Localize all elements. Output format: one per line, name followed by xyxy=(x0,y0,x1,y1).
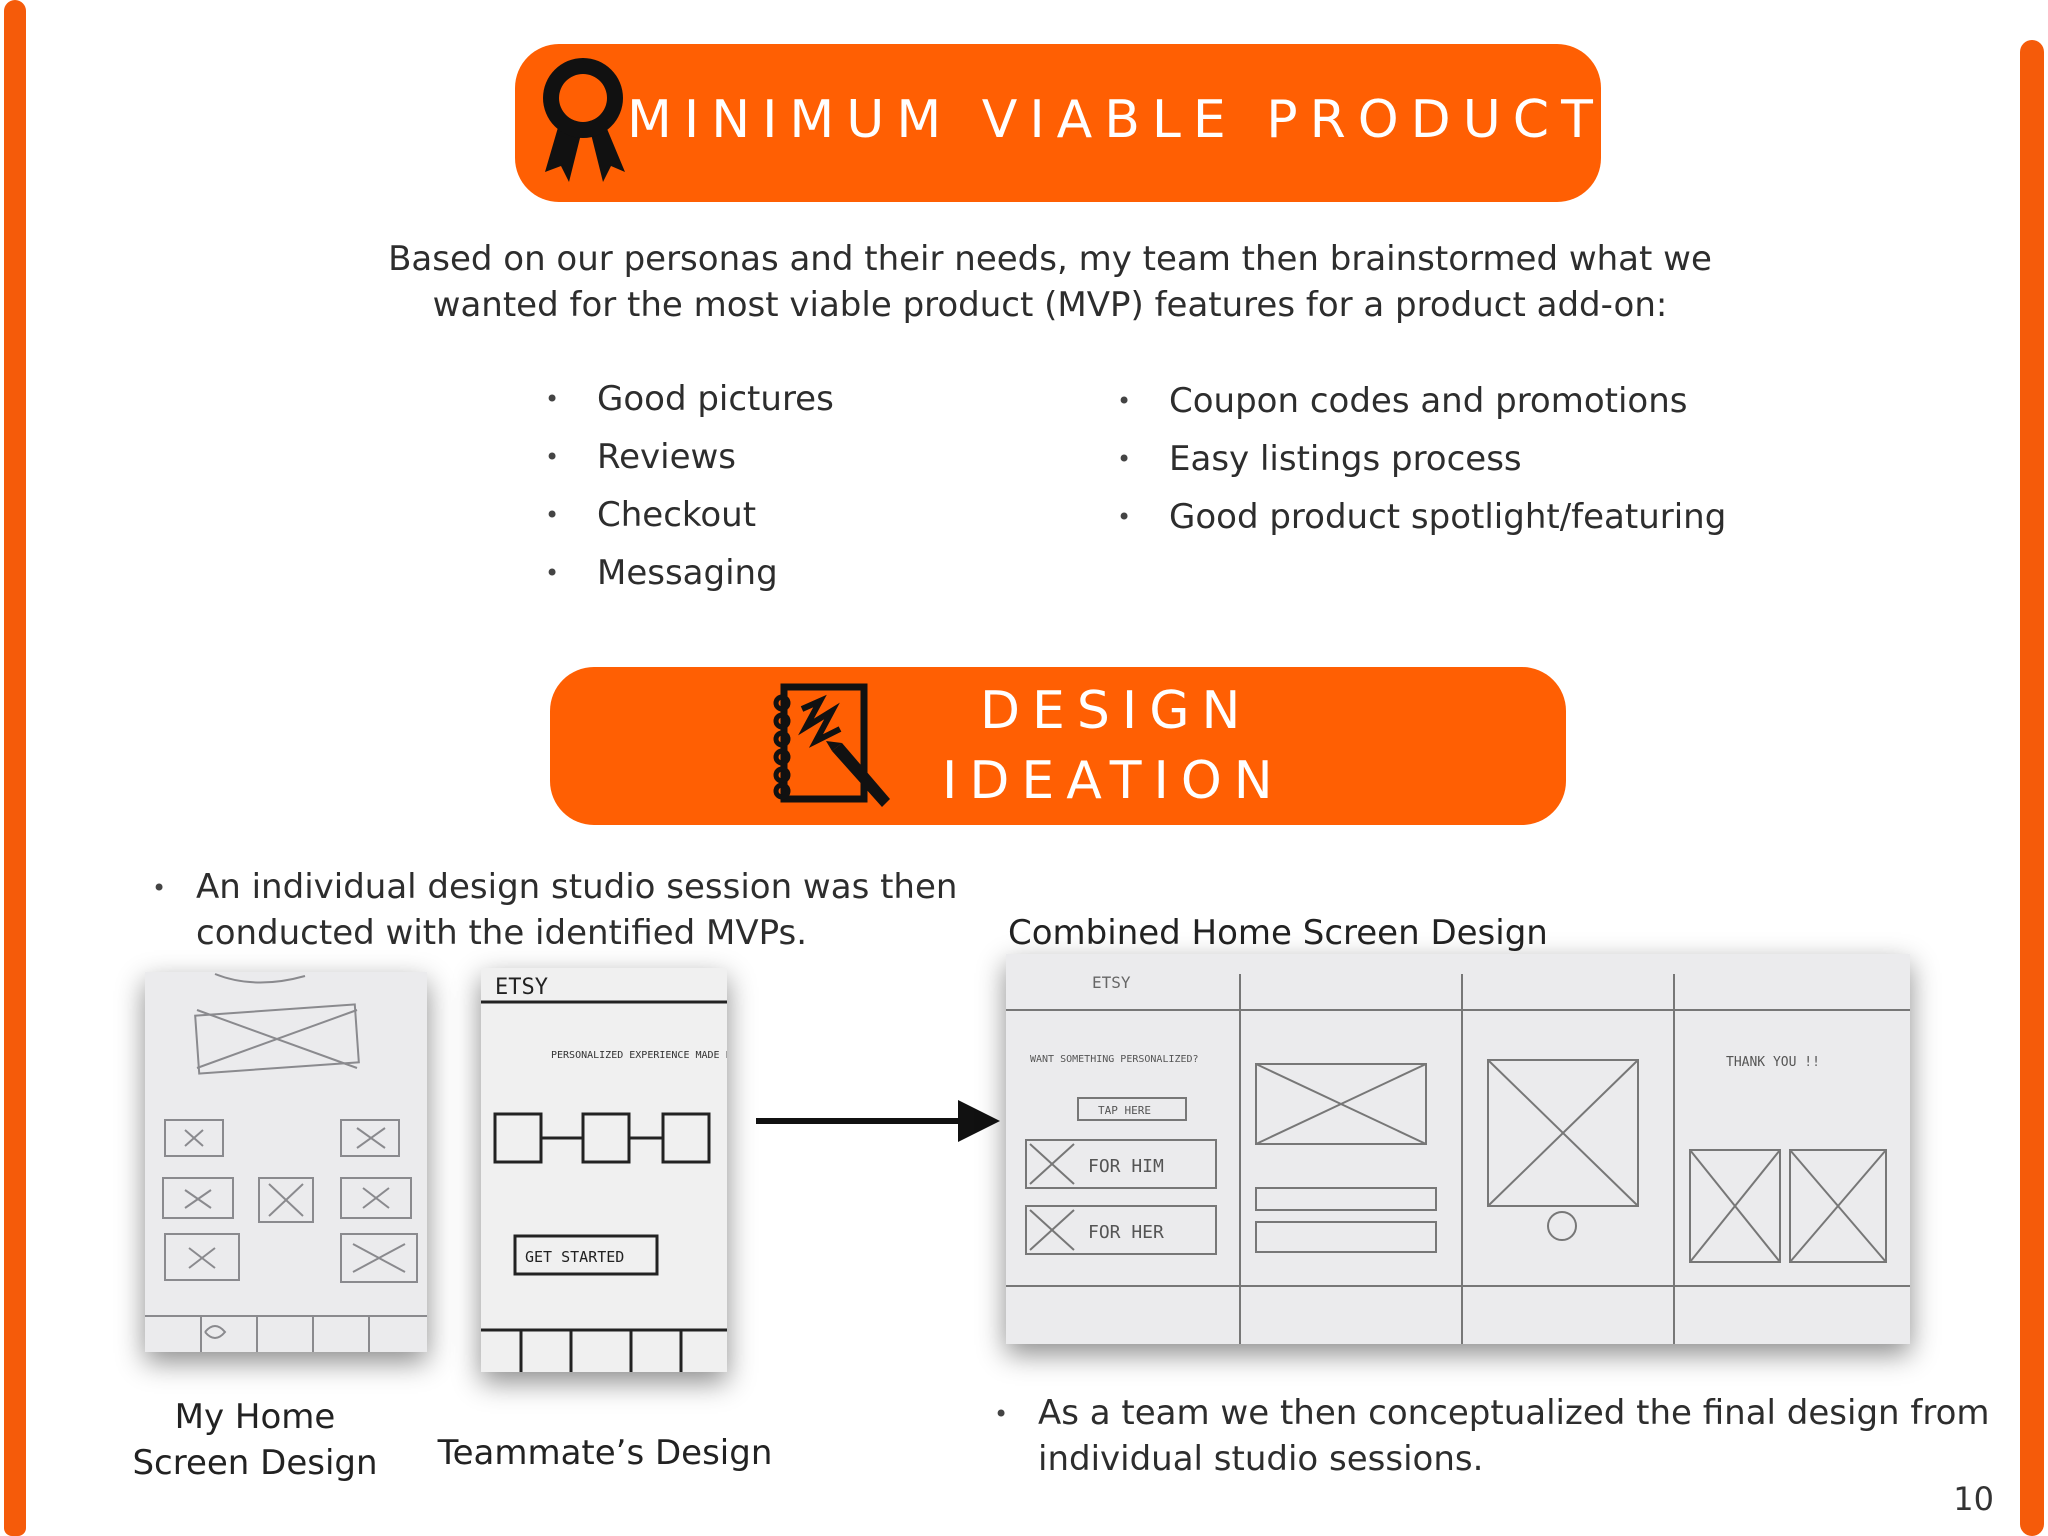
teammate-design-sketch: ETSY PERSONALIZED EXPERIENCE MADE EASY G… xyxy=(481,968,727,1372)
mvp-title: MINIMUM VIABLE PRODUCT xyxy=(627,90,1605,150)
bullet: • xyxy=(152,874,167,902)
combined-sketch-for-him: FOR HIM xyxy=(1088,1156,1164,1177)
list-item: Checkout xyxy=(545,492,834,550)
list-item: Good pictures xyxy=(545,376,834,434)
right-brush-stroke xyxy=(2020,40,2044,1536)
teammate-sketch-button: GET STARTED xyxy=(525,1248,624,1266)
my-home-screen-sketch xyxy=(145,972,427,1352)
team-concept-note: As a team we then conceptualized the fin… xyxy=(1038,1393,1990,1479)
bullet: • xyxy=(994,1400,1009,1428)
combined-sketch-logo: ETSY xyxy=(1092,973,1131,992)
sketchbook-pencil-icon xyxy=(773,683,890,807)
combined-home-screen-sketch: ETSY WANT SOMETHING PERSONALIZED? TAP HE… xyxy=(1006,954,1910,1344)
combined-sketch-for-her: FOR HER xyxy=(1088,1222,1164,1243)
combined-sketch-thank-you: THANK YOU !! xyxy=(1726,1055,1820,1070)
list-item: Reviews xyxy=(545,434,834,492)
list-item: Good product spotlight/featuring xyxy=(1117,494,1726,552)
teammate-design-caption: Teammate’s Design xyxy=(437,1433,773,1473)
mvp-header-banner: MINIMUM VIABLE PRODUCT xyxy=(515,44,1601,202)
list-item: Messaging xyxy=(545,550,834,608)
my-design-caption: My Home Screen Design xyxy=(132,1397,378,1483)
arrow-right-icon xyxy=(756,1100,1000,1142)
ideation-header-banner: DESIGN IDEATION xyxy=(550,667,1566,825)
page-number: 10 xyxy=(1953,1480,1994,1518)
award-ribbon-icon xyxy=(543,58,625,182)
teammate-sketch-headline: PERSONALIZED EXPERIENCE MADE EASY xyxy=(551,1050,727,1061)
list-item: Easy listings process xyxy=(1117,436,1726,494)
list-item: Coupon codes and promotions xyxy=(1117,378,1726,436)
ideation-title-line2: IDEATION xyxy=(942,751,1285,811)
teammate-sketch-logo: ETSY xyxy=(495,975,548,1000)
combined-sketch-tap: TAP HERE xyxy=(1098,1104,1151,1117)
mvp-feature-list-left: Good pictures Reviews Checkout Messaging xyxy=(545,376,834,608)
studio-session-note: An individual design studio session was … xyxy=(196,867,958,953)
combined-sketch-prompt: WANT SOMETHING PERSONALIZED? xyxy=(1030,1054,1199,1065)
combined-design-label: Combined Home Screen Design xyxy=(1008,913,1548,953)
left-brush-stroke xyxy=(4,0,26,1536)
ideation-title-line1: DESIGN xyxy=(980,681,1253,741)
mvp-intro: Based on our personas and their needs, m… xyxy=(388,239,1712,325)
mvp-feature-list-right: Coupon codes and promotions Easy listing… xyxy=(1117,378,1726,552)
